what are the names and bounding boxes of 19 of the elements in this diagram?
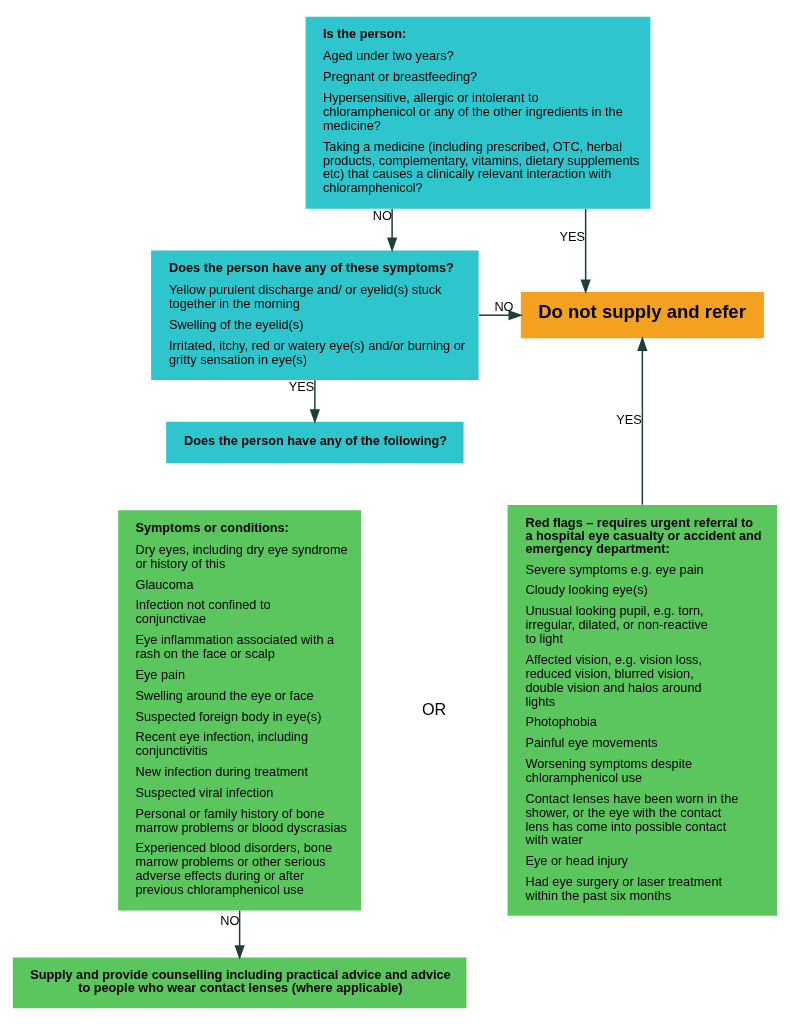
edge-label: NO: [494, 298, 514, 314]
edge-label: NO: [220, 912, 240, 928]
node-box: Red flags – requires urgent referral to a hospital eye casualty or accident and emergency department: Severe symptoms e.g. eye pain Cloudy looking eye(s) Unusual looking pupil, e.g. torn, irregular, dilated, or non-reactive to light Affected vision, e.g. vision loss, reduced vision, blurred vision, double vision and halos around lights Photophobia Painful eye movements Worsening symptoms despite chloramphenicol use Contact lenses have been worn in the shower, or the eye with the contact lens has come into possible contact with water Eye or head injury Had eye surgery or laser treatment within the past six months: [507, 504, 778, 916]
edge-label: YES: [288, 378, 315, 394]
node-box: Is the person: Aged under two years? Pregnant or breastfeeding? Hypersensitive, allergic or intolerant to chloramphenicol or any of the other ingredients in the medicine? Taking a medicine (including prescribed, OTC, herbal products, complementary, vitamins, dietary supplements etc) that causes a clinically relevant interaction with chloramphenicol?: [305, 16, 651, 209]
node-box: Supply and provide counselling including practical advice and advice to people who wear contact lenses (where applicable): [12, 956, 467, 1008]
edge-label: YES: [616, 411, 642, 427]
node-box: Do not supply and refer: [520, 291, 764, 338]
arrow: [309, 379, 320, 424]
arrow: [637, 335, 648, 505]
node-box: Symptoms or conditions: Dry eyes, including dry eye syndrome or history of this Glaucoma Infection not confined to conjunctivae Eye inflammation associated with a rash on the face or scalp Eye pain Swelling around the eye or face Suspected foreign body in eye(s) Recent eye infection, including conjunctivitis New infection during treatment Suspected viral infection Personal or family history of bone marrow problems or blood dyscrasias Experienced blood disorders, bone marrow problems or other serious adverse effects during or after previous chloramphenicol use: [118, 509, 362, 911]
node-box: Does the person have any of the following?: [166, 421, 464, 463]
label: OR: [421, 699, 447, 718]
arrow: [387, 207, 398, 252]
arrow: [580, 207, 591, 294]
edge-label: YES: [559, 228, 586, 244]
arrow: [234, 909, 245, 960]
node-box: Does the person have any of these symptoms? Yellow purulent discharge and/ or eyelid(s) stuck together in the morning Swelling of the eyelid(s) Irritated, itchy, red or watery eye(s) and/or burning or gritty sensation in eye(s): [151, 249, 479, 380]
arrow: [478, 309, 524, 320]
